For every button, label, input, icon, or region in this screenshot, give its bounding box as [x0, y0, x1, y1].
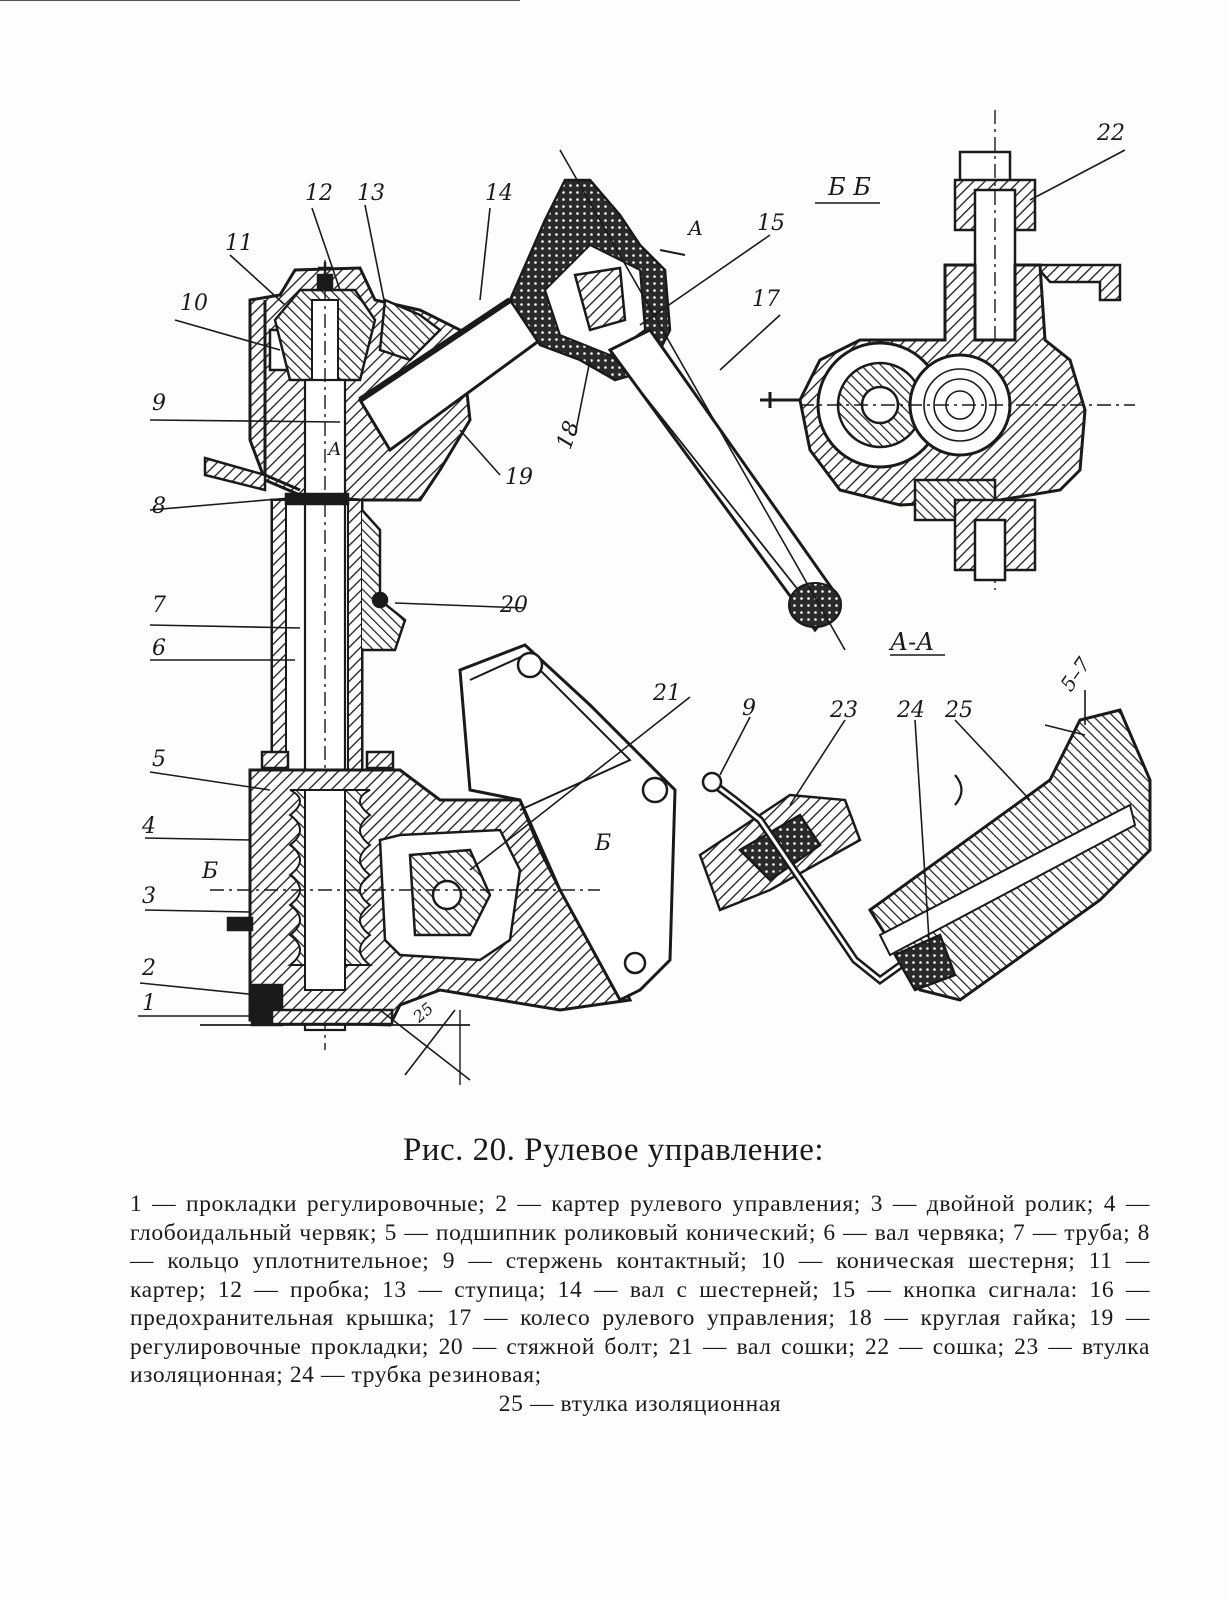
callout-2: 2: [141, 956, 156, 981]
callout-23: 23: [829, 698, 858, 723]
callout-25: 25: [944, 698, 973, 723]
callout-5: 5: [152, 747, 166, 772]
legend-item: 14 — вал с шестерней;: [557, 1276, 820, 1303]
legend-item: 10 — коническая шестерня;: [760, 1248, 1076, 1274]
callout-4: 4: [141, 814, 156, 839]
legend-item: 7 — труба;: [1012, 1219, 1131, 1246]
legend-item: 20 — стяжной болт;: [438, 1333, 660, 1360]
callout-8: 8: [152, 494, 166, 519]
legend-item: 16 — предохранительная крышка;: [130, 1276, 1150, 1332]
legend-item: 9 — стержень контактный;: [442, 1248, 748, 1274]
figure-caption: Рис. 20. Рулевое управление:: [402, 1132, 825, 1168]
legend-item: 23 — втулка изоляционная;: [130, 1333, 1150, 1389]
callout-10: 10: [180, 291, 208, 316]
callout-6: 6: [152, 636, 166, 661]
legend-item: 17 — колесо рулевого управления;: [447, 1305, 836, 1331]
callout-3: 3: [142, 884, 156, 909]
legend-item: 18 — круглая гайка;: [847, 1305, 1078, 1331]
legend-item: 11 — картер;: [130, 1248, 1150, 1303]
callout-18: 18: [552, 418, 585, 453]
callout-24: 24: [896, 698, 925, 723]
wheel-shaft: [357, 149, 846, 651]
legend-item: 3 — двойной ролик;: [870, 1191, 1094, 1217]
section-mark-b-left: Б: [201, 859, 218, 884]
callout-9: 9: [152, 391, 166, 416]
callout-17: 17: [752, 287, 780, 312]
callout-21: 21: [652, 681, 681, 706]
legend-item: 5 — подшипник роликовый конический;: [384, 1219, 816, 1246]
section-label-aa: А-А: [888, 628, 934, 656]
legend-item: 6 — вал червяка;: [823, 1219, 1006, 1246]
legend-item: 8 — кольцо уплотнительное;: [130, 1219, 1151, 1275]
callout-14: 14: [485, 181, 513, 206]
section-aa: [698, 690, 1152, 1002]
callout-9-section: 9: [742, 696, 756, 721]
legend-item: 24 — трубка резиновая;: [289, 1362, 542, 1388]
callout-11: 11: [225, 231, 253, 256]
callout-7: 7: [152, 593, 166, 618]
callout-20: 20: [499, 593, 528, 618]
callout-13: 13: [357, 181, 385, 206]
legend-item: 21 — вал сошки;: [668, 1333, 856, 1360]
legend-item: 1 — прокладки регулировочные;: [130, 1191, 486, 1217]
legend-item: 2 — картер рулевого управления;: [495, 1191, 861, 1217]
dimension-5-7: 5–7: [1055, 653, 1095, 696]
callout-22: 22: [1096, 121, 1125, 146]
figure-legend: 1 — прокладки регулировочные; 2 — картер…: [130, 1190, 1150, 1418]
dimension-25: 25: [409, 999, 438, 1027]
callout-12: 12: [305, 181, 333, 206]
callout-15: 15: [757, 211, 785, 236]
section-bb: [760, 110, 1135, 590]
main-assembly: [200, 260, 677, 1085]
steering-gear-figure: 1 2 3 4 5 6 7 8 9 10 11 12 13 14 15 17 1…: [0, 0, 1152, 1085]
section-label-bb: Б Б: [827, 173, 871, 201]
callout-19: 19: [505, 465, 533, 490]
legend-item: 19 — регулировочные прокладки;: [130, 1305, 1150, 1360]
section-mark-a-mid: А: [326, 439, 342, 460]
leader-lines: [0, 0, 1126, 1017]
section-mark-a-top: А: [686, 216, 703, 240]
legend-item: 15 — кнопка сигнала:: [831, 1276, 1078, 1303]
legend-item: 4 — глобоидальный червяк;: [130, 1191, 1150, 1246]
section-labels: Б Б А-А А А Б Б: [201, 173, 934, 884]
section-mark-b-right: Б: [594, 831, 611, 856]
legend-item: 13 — ступица;: [382, 1276, 546, 1303]
callout-1: 1: [142, 991, 156, 1016]
legend-item: 12 — пробка;: [217, 1276, 371, 1303]
legend-item-last: 25 — втулка изоляционная: [498, 1390, 782, 1417]
legend-item: 22 — сошка;: [864, 1333, 1005, 1360]
